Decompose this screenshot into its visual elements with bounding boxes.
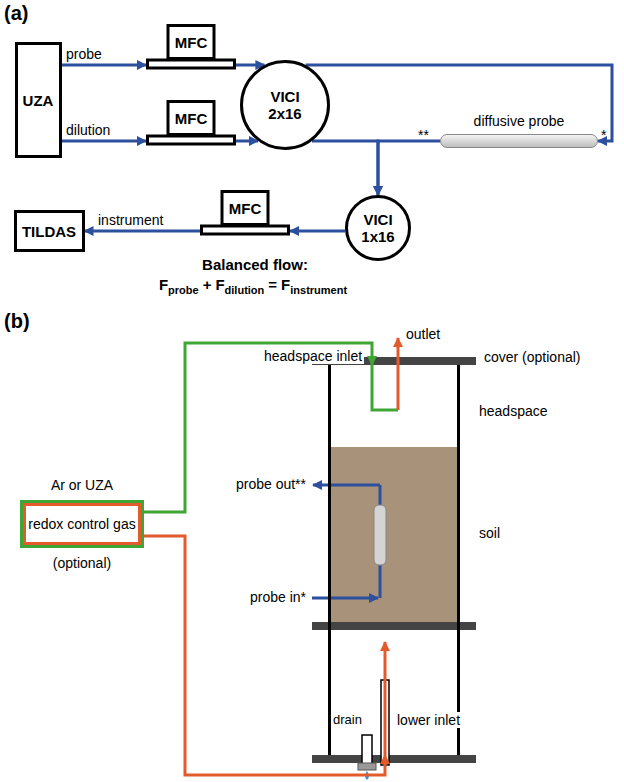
mfc-label: MFC (168, 100, 214, 136)
part-label: drain (333, 712, 362, 727)
headspace-label: headspace (479, 403, 548, 419)
box-label: UZA (23, 92, 54, 109)
subscript: dilution (225, 284, 265, 296)
mfc-base (148, 136, 235, 144)
inlet-flow (384, 642, 387, 755)
soil-label: soil (479, 525, 500, 541)
port-mark: ** (418, 127, 429, 143)
subscript: probe (168, 284, 199, 296)
mass-flow-controller: MFC (200, 190, 290, 236)
valve-label: VICI 2x16 (259, 88, 311, 123)
flow-symbol: F (159, 276, 168, 293)
probe-label: diffusive probe (474, 113, 565, 129)
subscript: instrument (290, 284, 347, 296)
gas-name: Ar or UZA (51, 477, 113, 493)
flow-line (85, 230, 201, 233)
flow-line (62, 140, 147, 143)
probe-tube (379, 485, 382, 505)
flow-line (62, 64, 147, 67)
equation-heading: Balanced flow: (130, 256, 380, 273)
diffusive-probe: diffusive probe (440, 134, 598, 148)
flow-line (236, 140, 258, 143)
panel-letter: (a) (4, 2, 28, 25)
valve-circle: VICI 1x16 (345, 195, 411, 261)
probe-in-line (312, 597, 378, 600)
probe-out-line (313, 484, 380, 487)
analyzer-box: TILDAS (14, 210, 85, 252)
flow-line (378, 141, 440, 195)
operator: = (268, 276, 277, 293)
mass-flow-controller: MFC (146, 24, 236, 70)
mfc-label: MFC (168, 24, 214, 60)
soil-fill (330, 447, 458, 622)
line-label: headspace inlet (262, 348, 364, 364)
gas-label: redox control gas (28, 516, 135, 532)
part-label: cover (optional) (484, 349, 581, 365)
drain-tube (362, 735, 372, 765)
source-box: UZA (15, 42, 62, 158)
part-label: probe in* (250, 589, 306, 605)
mfc-base (202, 226, 289, 234)
box-label: TILDAS (22, 223, 76, 240)
drain-valve (358, 763, 376, 770)
connectors (62, 65, 613, 775)
flow-line (144, 536, 385, 775)
line-label: probe (64, 46, 104, 62)
valve-circle: VICI 2x16 (240, 60, 330, 150)
flow-symbol: F (281, 276, 290, 293)
probe-tube (379, 565, 382, 598)
mass-flow-controller: MFC (146, 100, 236, 146)
soil-probe (374, 505, 386, 565)
mfc-label: MFC (222, 190, 268, 226)
line-label: lower inlet (395, 712, 462, 728)
outlet-line (397, 338, 400, 410)
flow-line (144, 343, 372, 512)
valve-label: VICI 1x16 (356, 211, 400, 246)
line-label: dilution (64, 122, 112, 138)
operator: + (203, 276, 212, 293)
port-mark: * (601, 127, 606, 143)
gas-source-box: Ar or UZAredox control gas(optional) (20, 500, 144, 548)
balance-equation: Fprobe+Fdilution=Finstrument (130, 276, 380, 293)
soil-column: headspacesoil (328, 365, 460, 755)
flow-line (312, 141, 378, 195)
flow-line (290, 230, 345, 233)
line-label: instrument (96, 212, 165, 228)
optional-note: (optional) (53, 555, 111, 571)
headspace-gas-line (372, 365, 398, 410)
flow-line (306, 65, 612, 141)
mfc-base (148, 60, 235, 68)
flow-symbol: F (215, 276, 224, 293)
part-label: outlet (406, 326, 440, 342)
panel-letter: (b) (4, 310, 30, 333)
bottom-flange (312, 755, 476, 763)
part-label: probe out** (236, 476, 306, 492)
mid-flange (312, 622, 476, 630)
